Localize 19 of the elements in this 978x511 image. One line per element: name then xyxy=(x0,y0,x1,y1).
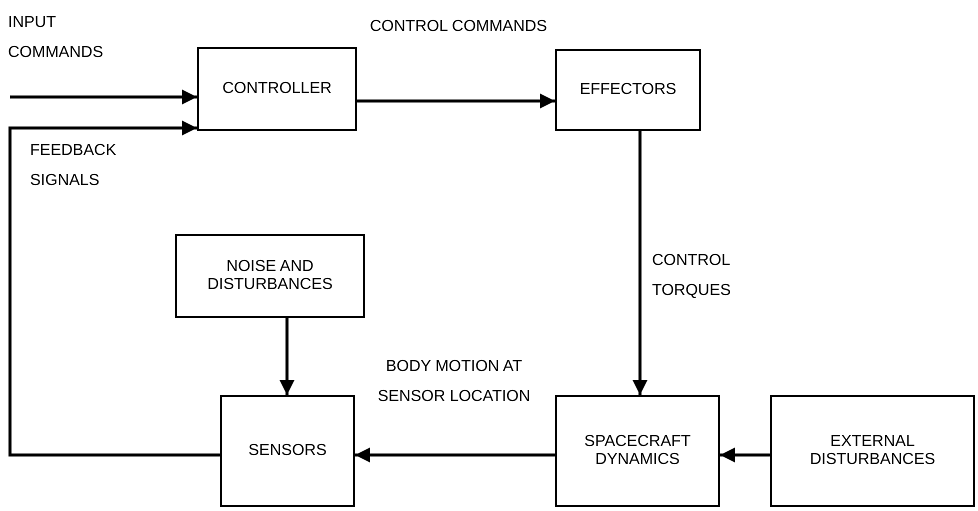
node-label: CONTROLLER xyxy=(222,80,332,98)
process-box xyxy=(555,395,720,507)
arrow xyxy=(10,90,197,104)
arrow xyxy=(357,94,555,108)
arrow xyxy=(8,120,220,456)
node-label: EXTERNAL DISTURBANCES xyxy=(808,433,936,469)
arrow xyxy=(632,131,648,395)
arrow xyxy=(720,448,770,462)
node-label: SPACECRAFT DYNAMICS xyxy=(583,433,692,469)
node-label: EFFECTORS xyxy=(580,81,676,99)
arrow xyxy=(280,318,294,395)
arrow xyxy=(355,448,555,462)
process-box xyxy=(770,395,975,507)
node-label: NOISE AND DISTURBANCES xyxy=(206,258,334,294)
process-box xyxy=(555,49,701,131)
process-box xyxy=(220,395,355,507)
node-label: SENSORS xyxy=(248,442,327,460)
process-box xyxy=(197,47,357,131)
process-box xyxy=(175,234,365,318)
